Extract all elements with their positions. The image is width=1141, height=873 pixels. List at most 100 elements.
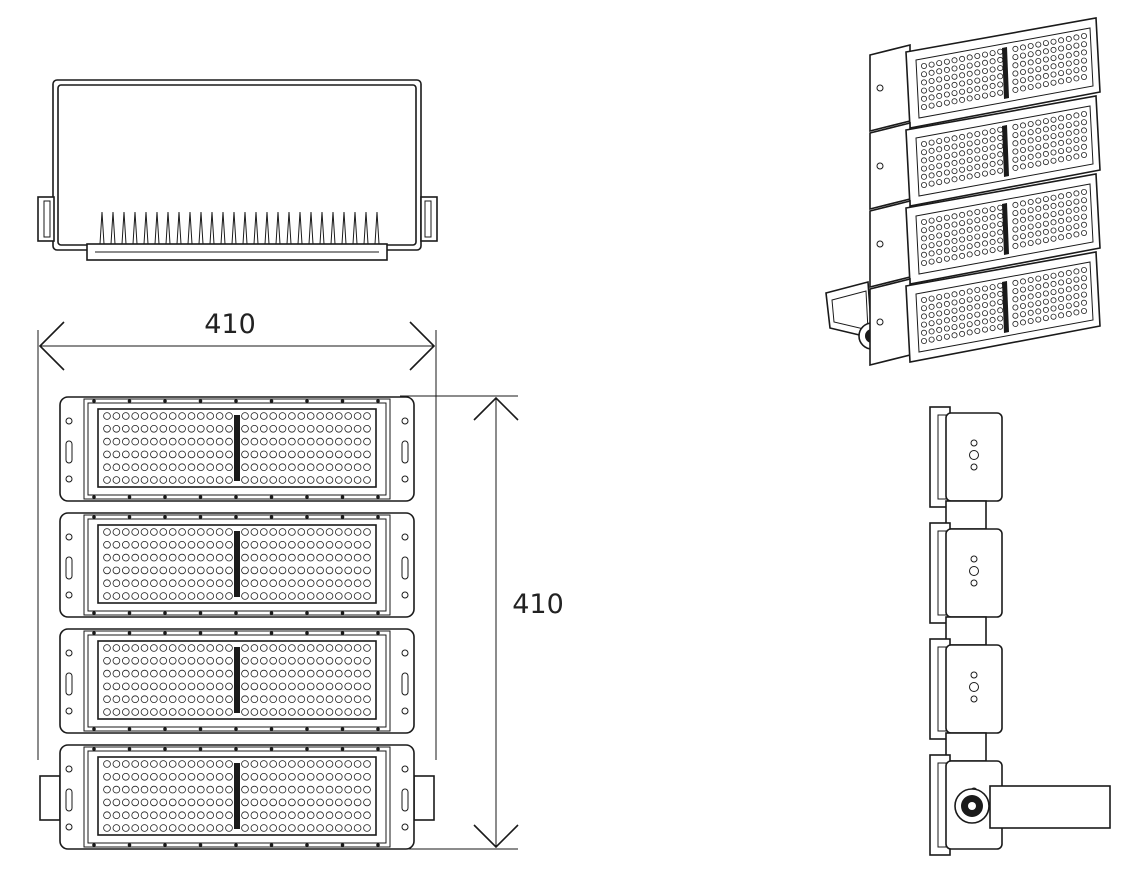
iso-led-chip: [1058, 37, 1065, 44]
led-chip: [103, 798, 111, 807]
iso-led-chip: [1035, 316, 1042, 323]
led-chip: [159, 450, 168, 459]
led-chip: [112, 798, 121, 807]
led-chip: [259, 450, 268, 459]
iso-led-chip: [997, 299, 1004, 306]
iso-led-chip: [1042, 274, 1049, 281]
frame-screw: [163, 515, 167, 519]
led-chip: [159, 592, 168, 600]
led-chip: [150, 760, 158, 768]
iso-led-chip: [1012, 320, 1019, 327]
led-chip: [269, 644, 278, 652]
led-chip: [225, 450, 233, 459]
iso-led-chip: [1073, 309, 1080, 316]
led-chip: [250, 669, 259, 678]
led-chip: [259, 695, 268, 703]
iso-led-chip: [959, 322, 966, 329]
iso-led-chip: [928, 94, 935, 101]
led-chip: [159, 772, 168, 781]
iso-led-chip: [921, 104, 928, 111]
led-chip: [131, 437, 140, 446]
iso-led-chip: [1042, 40, 1049, 47]
led-chip: [334, 566, 343, 575]
led-chip: [187, 695, 196, 703]
iso-led-chip: [1073, 198, 1080, 205]
iso-led-chip: [943, 91, 950, 98]
led-chip: [215, 824, 224, 832]
frame-screw: [305, 495, 309, 499]
led-chip: [225, 656, 233, 665]
heatsink-fin: [352, 211, 358, 245]
panel-divider: [234, 531, 240, 597]
led-chip: [159, 476, 168, 484]
iso-led-chip: [951, 159, 958, 166]
iso-led-chip: [1073, 67, 1080, 74]
led-chip: [215, 463, 224, 472]
iso-led-chip: [1050, 305, 1057, 312]
led-chip: [288, 824, 296, 832]
mount-hole: [65, 707, 73, 715]
led-chip: [363, 424, 371, 433]
led-chip: [297, 540, 306, 549]
iso-led-chip: [1042, 81, 1049, 88]
frame-screw: [376, 611, 380, 615]
led-chip: [225, 540, 233, 549]
led-chip: [325, 450, 334, 459]
iso-led-chip: [951, 73, 958, 80]
iso-led-chip: [997, 134, 1004, 141]
led-chip: [103, 540, 111, 549]
led-chip: [178, 476, 186, 484]
led-chip: [187, 579, 196, 587]
iso-led-chip: [928, 295, 935, 302]
led-chip: [269, 579, 278, 587]
frame-screw: [305, 611, 309, 615]
iso-led-chip: [943, 231, 950, 238]
led-chip: [140, 528, 149, 536]
iso-led-chip: [966, 62, 973, 69]
led-chip: [112, 424, 121, 433]
led-chip: [344, 528, 353, 536]
iso-led-chip: [951, 291, 958, 298]
iso-led-chip: [1027, 285, 1034, 292]
mount-hole: [401, 649, 409, 657]
iso-led-chip: [1020, 122, 1027, 129]
led-chip: [250, 450, 259, 459]
iso-led-chip: [966, 218, 973, 225]
frame-screw: [376, 631, 380, 635]
led-chip: [225, 708, 233, 716]
led-chip: [178, 566, 186, 575]
iso-led-chip: [1027, 121, 1034, 128]
led-chip: [325, 682, 334, 691]
iso-led-chip: [1050, 38, 1057, 45]
led-chip: [344, 476, 353, 484]
led-chip: [159, 424, 168, 433]
frame-screw: [92, 611, 96, 615]
led-chip: [112, 592, 121, 600]
led-chip: [112, 450, 121, 459]
led-chip: [131, 553, 140, 562]
led-chip: [297, 811, 306, 819]
frame-screw: [234, 495, 238, 499]
iso-led-chip: [1020, 319, 1027, 326]
iso-led-chip: [1012, 210, 1019, 217]
iso-led-chip: [989, 308, 996, 315]
led-chip: [168, 540, 177, 549]
led-chip: [178, 824, 186, 832]
heatsink-fin: [220, 211, 226, 245]
led-chip: [225, 824, 233, 832]
led-chip: [259, 798, 268, 807]
iso-led-chip: [1050, 124, 1057, 131]
led-chip: [325, 476, 334, 484]
led-chip: [259, 579, 268, 587]
iso-led-chip: [936, 294, 943, 301]
led-chip: [168, 708, 177, 716]
led-chip: [278, 424, 287, 433]
heatsink-fin: [176, 211, 182, 245]
led-chip: [150, 644, 158, 652]
frame-screw: [269, 843, 274, 847]
frame-screw: [127, 631, 132, 635]
led-chip: [297, 463, 306, 472]
iso-led-chip: [1035, 127, 1042, 134]
iso-led-chip: [951, 168, 958, 175]
led-chip: [269, 463, 278, 472]
